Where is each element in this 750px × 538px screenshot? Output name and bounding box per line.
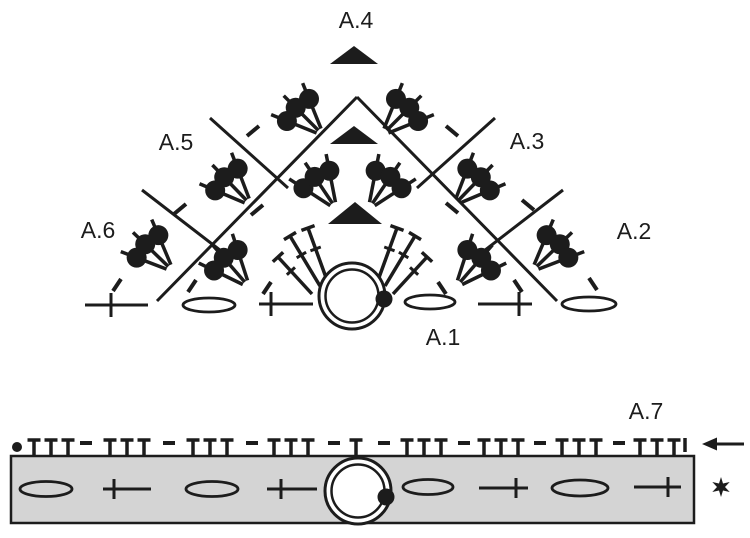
- bobble-dot: [319, 160, 340, 181]
- chain-dash: [444, 124, 460, 138]
- bobble-dot: [148, 225, 169, 246]
- bobble-dot: [299, 88, 320, 109]
- tall-stitch-stem: [276, 255, 314, 296]
- chain-dash: [587, 276, 599, 292]
- label-a4: A.4: [339, 7, 374, 33]
- tall-stitch-cross: [285, 266, 296, 276]
- section-divider: [479, 188, 564, 256]
- section-divider: [208, 116, 290, 190]
- tall-stitch-top-bar: [408, 230, 422, 242]
- bobble-dot: [558, 247, 579, 268]
- tall-stitch-cross: [309, 245, 322, 253]
- direction-arrow-head: [702, 437, 717, 451]
- bobble-dot: [479, 180, 500, 201]
- label-a5: A.5: [159, 129, 194, 155]
- solid-triangle-symbol: [328, 202, 382, 224]
- magic-ring-dot: [375, 290, 393, 308]
- magic-ring-outer: [317, 261, 387, 331]
- tall-stitch-stem: [306, 227, 330, 284]
- chain-oval: [550, 478, 610, 498]
- section-divider: [141, 188, 226, 256]
- chain-dash: [261, 280, 273, 296]
- tall-stitch-top-bar: [283, 230, 297, 242]
- chain-oval: [403, 293, 457, 311]
- tall-stitch-stem: [375, 227, 399, 284]
- chain-dash: [512, 278, 524, 294]
- magic-ring-dot: [377, 488, 395, 506]
- chain-dash: [111, 277, 123, 293]
- chain-dash: [245, 124, 261, 138]
- label-a2: A.2: [617, 218, 652, 244]
- tall-stitch-stem: [383, 235, 417, 287]
- start-star: [712, 477, 730, 497]
- bobble-dot: [480, 260, 501, 281]
- tall-stitch-cross: [295, 250, 307, 260]
- bobble-dot: [227, 158, 248, 179]
- chain-oval: [18, 480, 74, 498]
- chain-dash: [444, 201, 460, 215]
- bobble-dot: [408, 111, 429, 132]
- tall-stitch-top-bar: [389, 223, 405, 233]
- solid-triangle-symbol: [330, 126, 378, 144]
- label-a6: A.6: [81, 217, 116, 243]
- label-a7: A.7: [629, 398, 664, 424]
- chain-oval: [560, 295, 618, 313]
- chain-dash: [436, 280, 448, 296]
- triangle-edge: [155, 95, 359, 303]
- tall-stitch-top-bar: [420, 250, 434, 264]
- chain-oval: [401, 478, 455, 496]
- chain-dash: [172, 202, 188, 216]
- bobble-dot: [227, 239, 248, 260]
- bobble-dot: [391, 178, 412, 199]
- chain-dash: [249, 203, 265, 217]
- tall-stitch-cross: [398, 250, 410, 260]
- solid-triangle-symbol: [330, 46, 378, 64]
- tall-stitch-top-bar: [271, 250, 285, 264]
- chain-dash: [186, 278, 198, 294]
- tall-stitch-stem: [288, 235, 322, 287]
- label-a1: A.1: [426, 324, 461, 350]
- tall-stitch-stem: [391, 255, 429, 296]
- tall-stitch-cross: [383, 245, 396, 253]
- tall-stitch-top-bar: [300, 223, 316, 233]
- label-a3: A.3: [510, 128, 545, 154]
- row-start-dot: [12, 442, 22, 452]
- chain-oval: [181, 296, 237, 314]
- tall-stitch-cross: [409, 266, 420, 276]
- chain-oval: [184, 480, 240, 498]
- chain-dash: [520, 198, 536, 212]
- section-divider: [415, 116, 497, 190]
